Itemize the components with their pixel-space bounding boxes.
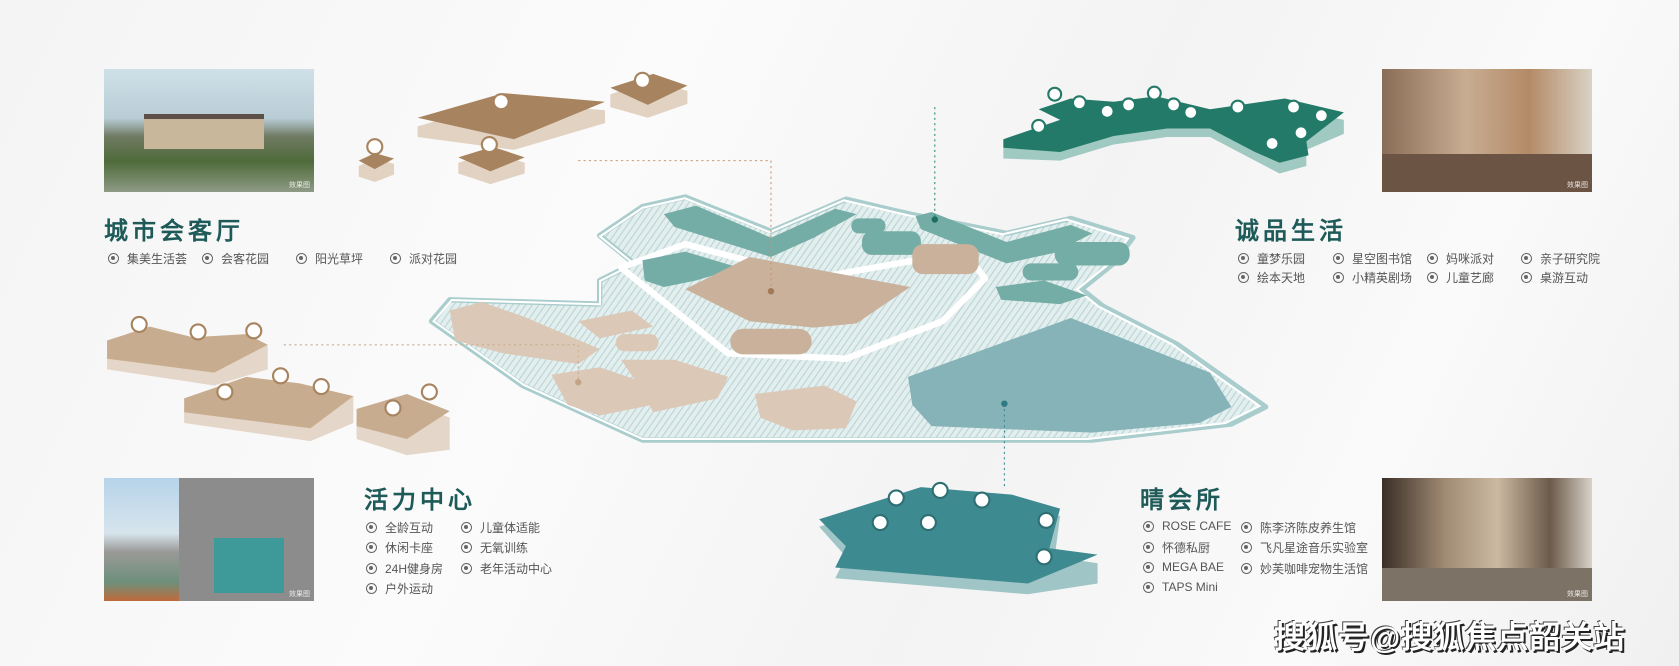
seat-icon <box>366 542 377 553</box>
star-icon <box>1333 272 1344 283</box>
smile-icon <box>1238 253 1249 264</box>
wellness-icon <box>1241 522 1252 533</box>
section-title-clubhouse: 晴会所 <box>1140 487 1224 514</box>
legend-item: MEGA BAE <box>1143 560 1224 574</box>
master-plan <box>428 194 1269 443</box>
legend-item: 儿童体适能 <box>461 519 540 536</box>
legend-item: 亲子研究院 <box>1521 250 1600 267</box>
vitality-center-cluster <box>107 315 450 456</box>
dumbbell-icon <box>461 542 472 553</box>
legend-label: 老年活动中心 <box>480 562 553 576</box>
vitality-center-photo: 效果图 <box>104 478 314 601</box>
legend-item: 星空图书馆 <box>1333 250 1412 267</box>
legend-item: 全龄互动 <box>366 519 433 536</box>
legend-item: 妙芙咖啡宠物生活馆 <box>1241 560 1368 577</box>
legend-item: 桌游互动 <box>1521 269 1588 286</box>
clubhouse-photo: 效果图 <box>1382 478 1592 601</box>
legend-label: 儿童艺廊 <box>1446 271 1495 285</box>
game-icon <box>1521 272 1532 283</box>
render-caption: 效果图 <box>1567 182 1588 189</box>
connector-lines <box>283 107 1005 488</box>
palette-icon <box>1427 272 1438 283</box>
kitchen-icon <box>1143 542 1154 553</box>
legend-label: 童梦乐园 <box>1257 252 1306 266</box>
legend-label: 全龄互动 <box>385 521 434 535</box>
legend-item: 小精英剧场 <box>1333 269 1412 286</box>
legend-item: 派对花园 <box>390 250 457 267</box>
legend-label: 妈咪派对 <box>1446 252 1495 266</box>
legend-label: 会客花园 <box>221 252 270 266</box>
legend-label: 陈李济陈皮养生馆 <box>1260 521 1357 535</box>
legend-item: 休闲卡座 <box>366 539 433 556</box>
interaction-icon <box>366 522 377 533</box>
compass-icon <box>202 253 213 264</box>
legend-item: 童梦乐园 <box>1238 250 1305 267</box>
legend-item: 绘本天地 <box>1238 269 1305 286</box>
legend-label: 星空图书馆 <box>1352 252 1413 266</box>
legend-label: 集美生活荟 <box>127 252 188 266</box>
party-icon <box>1427 253 1438 264</box>
watermark: 搜狐号@搜狐焦点韶关站 <box>1274 620 1626 655</box>
render-caption: 效果图 <box>289 182 310 189</box>
legend-item: 妈咪派对 <box>1427 250 1494 267</box>
legend-item: 阳光草坪 <box>296 250 363 267</box>
book-icon <box>1333 253 1344 264</box>
legend-item: 无氧训练 <box>461 539 528 556</box>
legend-label: ROSE CAFE <box>1162 519 1232 533</box>
section-title-eslite-life: 诚品生活 <box>1235 218 1347 245</box>
legend-label: 小精英剧场 <box>1352 271 1413 285</box>
tea-icon <box>108 253 119 264</box>
legend-label: 派对花园 <box>409 252 458 266</box>
legend-item: 24H健身房 <box>366 560 443 577</box>
eslite-life-cluster <box>1003 85 1344 174</box>
legend-item: 会客花园 <box>202 250 269 267</box>
eslite-life-photo: 效果图 <box>1382 69 1592 192</box>
legend-label: 飞凡星途音乐实验室 <box>1260 541 1369 555</box>
sun-icon <box>296 253 307 264</box>
legend-item: 老年活动中心 <box>461 560 552 577</box>
legend-item: 怀德私厨 <box>1143 539 1210 556</box>
elderly-icon <box>461 563 472 574</box>
legend-item: ROSE CAFE <box>1143 519 1231 533</box>
render-caption: 效果图 <box>1567 591 1588 598</box>
taps-icon <box>1143 581 1154 593</box>
legend-item: 户外运动 <box>366 580 433 597</box>
legend-item: 儿童艺廊 <box>1427 269 1494 286</box>
section-title-city-lounge: 城市会客厅 <box>104 218 244 245</box>
legend-label: 户外运动 <box>385 582 434 596</box>
tent-icon <box>390 253 401 264</box>
legend-label: 休闲卡座 <box>385 541 434 555</box>
legend-item: 集美生活荟 <box>108 250 187 267</box>
gym-icon <box>366 563 377 574</box>
legend-label: 阳光草坪 <box>315 252 364 266</box>
legend-item: 飞凡星途音乐实验室 <box>1241 539 1368 556</box>
city-lounge-photo: 效果图 <box>104 69 314 192</box>
music-icon <box>1241 542 1252 553</box>
city-lounge-cluster <box>358 71 688 185</box>
legend-label: MEGA BAE <box>1162 560 1225 574</box>
clubhouse-cluster <box>819 481 1098 595</box>
legend-label: 怀德私厨 <box>1162 541 1211 555</box>
legend-label: 亲子研究院 <box>1540 252 1601 266</box>
render-caption: 效果图 <box>289 591 310 598</box>
legend-item: TAPS Mini <box>1143 580 1218 594</box>
kids-fitness-icon <box>461 522 472 533</box>
family-icon <box>1521 253 1532 264</box>
legend-item: 陈李济陈皮养生馆 <box>1241 519 1356 536</box>
pet-icon <box>1241 563 1252 574</box>
legend-label: 儿童体适能 <box>480 521 541 535</box>
mega-icon <box>1143 561 1154 573</box>
legend-label: 24H健身房 <box>385 562 444 576</box>
picture-book-icon <box>1238 272 1249 283</box>
legend-label: TAPS Mini <box>1162 580 1218 594</box>
legend-label: 绘本天地 <box>1257 271 1306 285</box>
legend-label: 桌游互动 <box>1540 271 1589 285</box>
outdoor-icon <box>366 583 377 594</box>
cafe-icon <box>1143 520 1154 532</box>
legend-label: 妙芙咖啡宠物生活馆 <box>1260 562 1369 576</box>
section-title-vitality-center: 活力中心 <box>364 487 476 514</box>
legend-label: 无氧训练 <box>480 541 529 555</box>
connector-dots <box>575 216 1008 407</box>
